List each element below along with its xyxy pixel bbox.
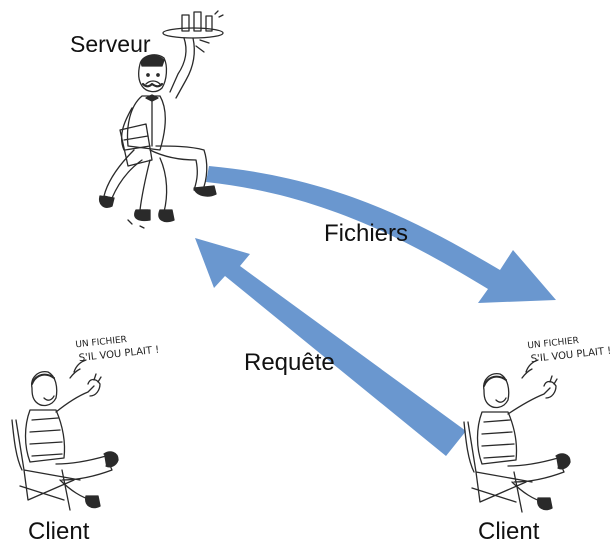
- client-label-right: Client: [478, 518, 540, 545]
- server-label: Serveur: [70, 31, 151, 57]
- request-label: Requête: [244, 349, 335, 376]
- request-arrow: [195, 238, 466, 456]
- seated-client-illustration: [463, 359, 571, 513]
- client-label-left: Client: [28, 518, 90, 545]
- waiter-illustration: [98, 10, 224, 229]
- files-label: Fichiers: [324, 220, 409, 247]
- seated-client-illustration: [11, 359, 119, 511]
- files-arrow: [206, 166, 556, 303]
